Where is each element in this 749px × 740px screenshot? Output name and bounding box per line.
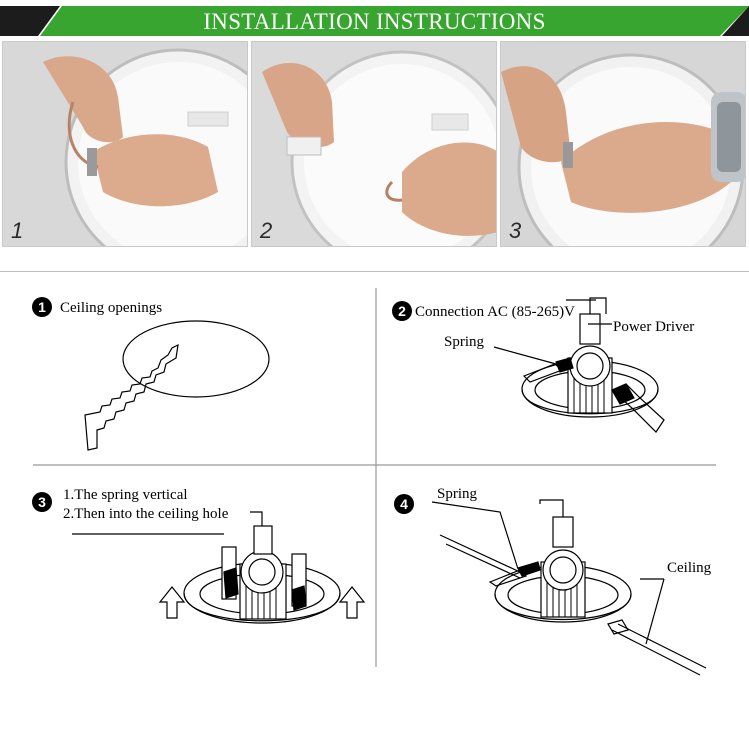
photo-number: 3 [509,218,522,243]
step3-line2: 2.Then into the ceiling hole [63,506,229,522]
step4-spring-label: Spring [437,486,478,502]
step-badge-3: 3 [32,492,52,512]
step-photo-3: 3 [500,41,746,247]
section-divider [0,271,749,272]
step3-line1: 1.The spring vertical [63,487,188,503]
installation-diagram: 1 Ceiling openings 2 Connection AC (85-2… [0,272,749,740]
title-banner: INSTALLATION INSTRUCTIONS [0,6,749,36]
step4-ceiling-label: Ceiling [667,560,712,576]
step2-connection-label: Connection AC (85-265)V [415,304,575,320]
photo-number: 1 [11,218,24,243]
step-badge-4: 4 [394,494,414,514]
step-photo-1: 1 [2,41,248,247]
step2-spring-label: Spring [444,334,485,350]
banner-title: INSTALLATION INSTRUCTIONS [203,9,546,34]
step-photo-2: 2 [251,41,497,247]
step1-label: Ceiling openings [60,300,163,316]
step2-power-driver-label: Power Driver [613,319,695,335]
photo-number: 2 [260,218,273,243]
diagram-lines [33,288,716,676]
step-badge-1: 1 [32,297,52,317]
step-badge-2: 2 [392,301,412,321]
